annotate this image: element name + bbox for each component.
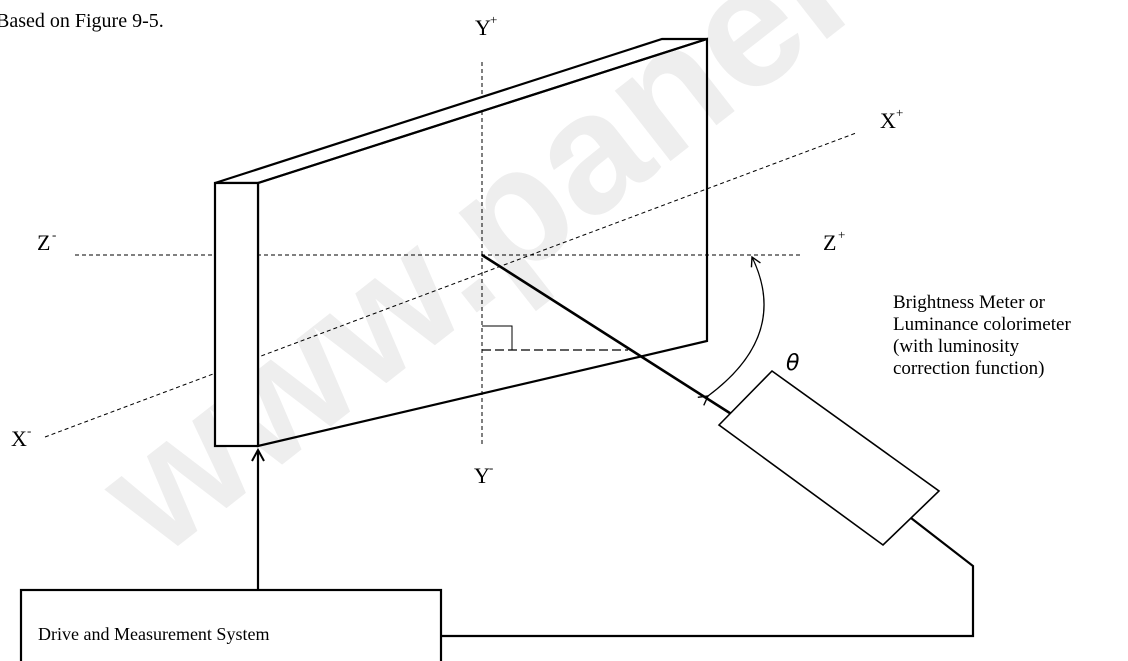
z-plus-letter: Z <box>823 230 836 255</box>
axis-label-z-plus: Z + <box>823 227 845 255</box>
right-angle-marker <box>482 325 513 350</box>
meter-note-line-1: Brightness Meter or <box>893 292 1046 313</box>
meter-note-line-4: correction function) <box>893 358 1044 379</box>
axis-label-x-plus: X + <box>880 105 903 133</box>
drive-measurement-system-box <box>19 588 443 661</box>
y-plus-sign: + <box>490 12 497 27</box>
axis-label-y-plus: Y + <box>475 12 497 40</box>
y-plus-letter: Y <box>475 15 491 40</box>
meter-note-line-3: (with luminosity <box>893 336 1020 357</box>
meter-note-line-2: Luminance colorimeter <box>893 314 1071 335</box>
meter-note: Brightness Meter or Luminance colorimete… <box>893 292 1071 379</box>
axis-label-z-minus: Z - <box>37 227 56 255</box>
x-plus-sign: + <box>896 105 903 120</box>
x-axis-line <box>44 132 857 438</box>
x-minus-letter: X <box>11 426 27 451</box>
x-minus-sign: - <box>27 423 31 438</box>
y-minus-sign: - <box>489 460 493 475</box>
y-minus-letter: Y <box>474 463 490 488</box>
axis-label-y-minus: Y - <box>474 460 493 488</box>
system-box-label: Drive and Measurement System <box>38 624 269 644</box>
brightness-meter-icon <box>717 369 941 547</box>
panel-side-face <box>213 181 260 448</box>
theta-label: θ <box>786 351 800 376</box>
z-plus-sign: + <box>838 227 845 242</box>
meter-cable <box>441 517 975 638</box>
figure-caption: Based on Figure 9-5. <box>0 10 164 32</box>
axis-label-x-minus: X - <box>11 423 31 451</box>
z-minus-sign: - <box>52 227 56 242</box>
z-minus-letter: Z <box>37 230 50 255</box>
theta-arc <box>697 255 765 406</box>
x-plus-letter: X <box>880 108 896 133</box>
